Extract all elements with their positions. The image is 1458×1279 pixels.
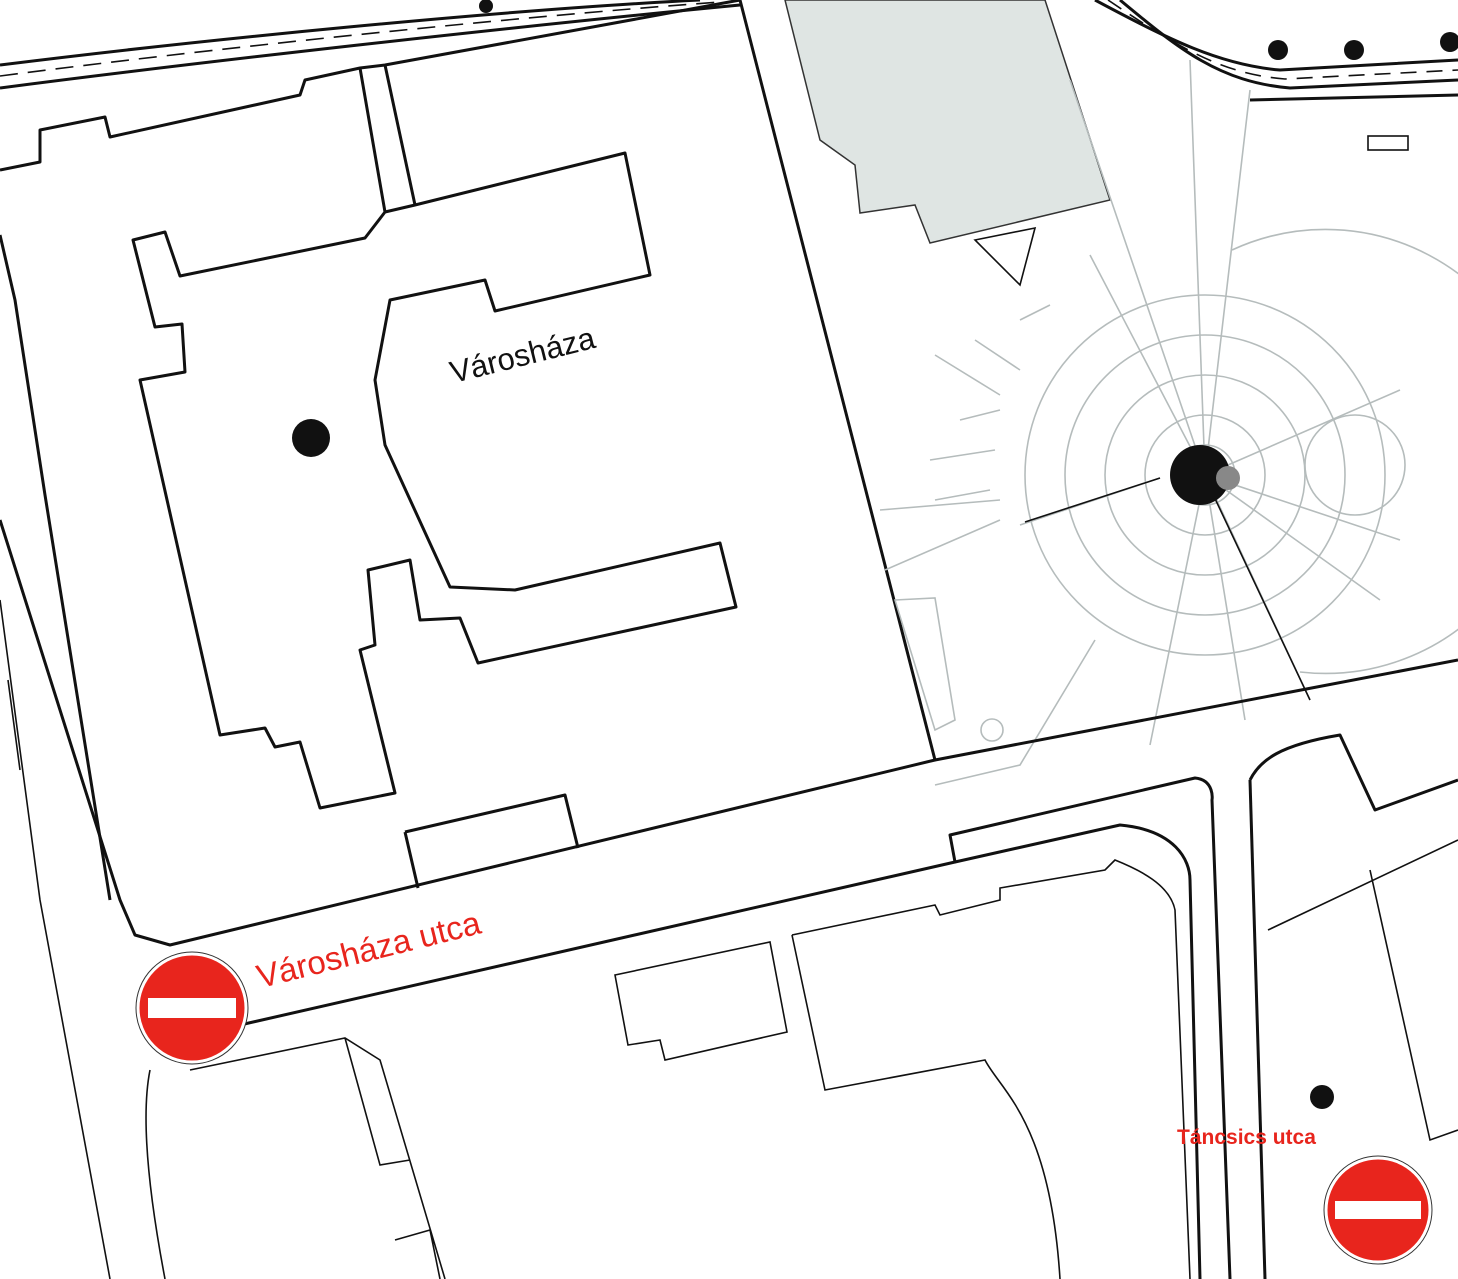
city-hall-block: [0, 0, 937, 1279]
streets: [145, 658, 1458, 1279]
plaza-fountain: [879, 59, 1458, 786]
no-entry-sign: [135, 951, 249, 1065]
marker-dot: [292, 419, 330, 457]
street-label-tancsics: Táncsics utca: [1177, 1126, 1316, 1149]
grey-building: [784, 0, 1111, 244]
top-road: [0, 0, 1458, 151]
no-entry-sign: [1323, 1155, 1433, 1265]
